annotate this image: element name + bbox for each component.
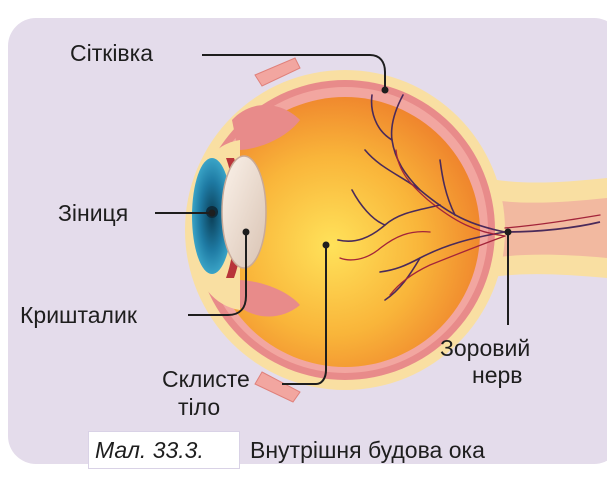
label-lens: Кришталик [20,302,137,328]
label-retina: Сітківка [70,40,153,66]
lens-dot [243,229,250,236]
lens [222,156,266,268]
label-vitreous-line1: Склисте [162,366,250,392]
label-optic-nerve-line1: Зоровий [440,335,530,361]
caption-text: Внутрішня будова ока [250,437,485,464]
retina-dot [382,87,389,94]
label-optic-nerve-line2: нерв [472,362,523,388]
label-pupil: Зіниця [58,200,128,226]
nerve-dot [505,229,512,236]
pupil-dot [209,210,216,217]
caption-number: Мал. 33.3. [95,437,204,464]
label-vitreous-line2: тіло [178,394,220,420]
vitreous-dot [323,242,330,249]
